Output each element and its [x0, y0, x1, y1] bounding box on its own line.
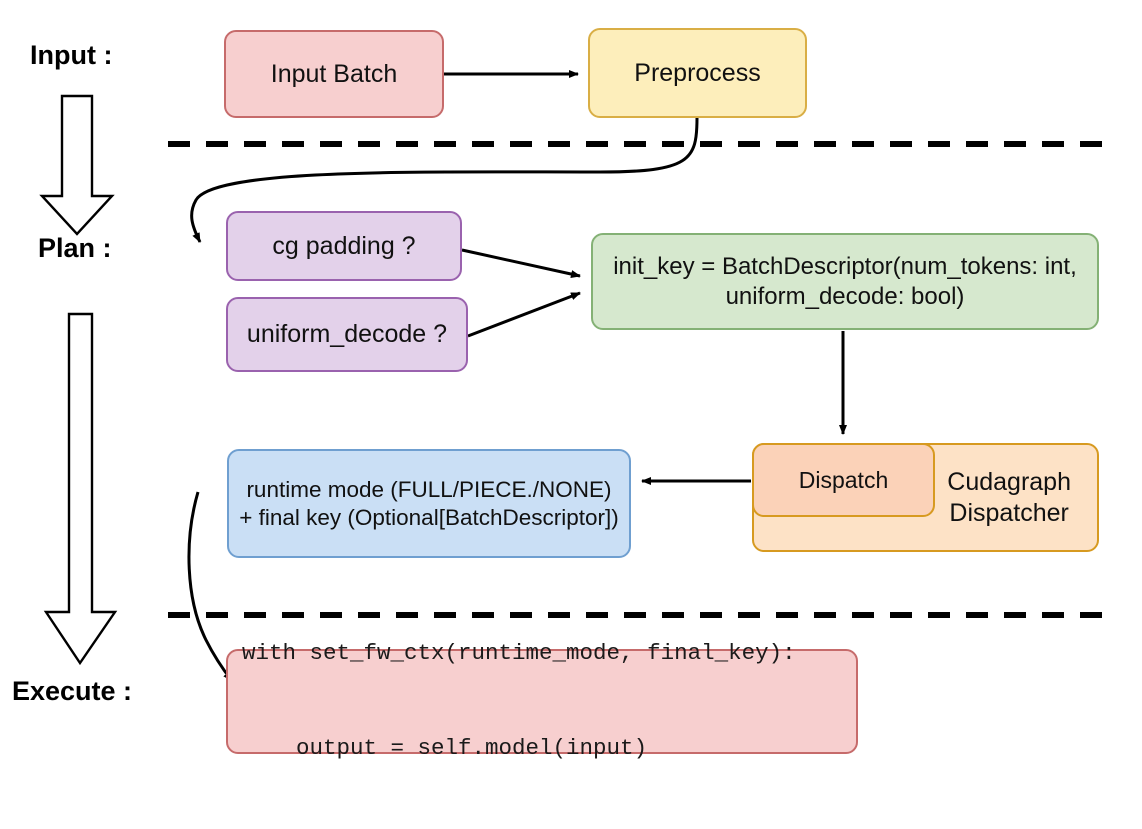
- stage-flow-arrow-bottom: [43, 312, 118, 666]
- node-cudagraph-dispatcher-line1: Cudagraph: [947, 468, 1071, 496]
- node-preprocess-label: Preprocess: [634, 58, 761, 87]
- node-cg-padding[interactable]: cg padding ?: [226, 211, 462, 281]
- node-cudagraph-dispatcher-line2: Dispatcher: [949, 498, 1069, 527]
- node-runtime-mode[interactable]: runtime mode (FULL/PIECE./NONE) + final …: [227, 449, 631, 558]
- node-runtime-mode-line1: runtime mode (FULL/PIECE./NONE): [246, 477, 612, 503]
- node-init-key-text: init_key = BatchDescriptor(num_tokens: i…: [613, 252, 1077, 311]
- node-init-key[interactable]: init_key = BatchDescriptor(num_tokens: i…: [591, 233, 1099, 330]
- node-uniform-decode[interactable]: uniform_decode ?: [226, 297, 468, 372]
- node-cudagraph-dispatcher-text: Cudagraph Dispatcher: [947, 467, 1071, 528]
- node-exec-code[interactable]: with set_fw_ctx(runtime_mode, final_key)…: [226, 640, 858, 761]
- edge-uniform-decode-to-init-key: [467, 291, 581, 338]
- stage-label-input: Input :: [30, 40, 113, 70]
- node-dispatch[interactable]: Dispatch: [752, 443, 935, 517]
- node-init-key-line1: init_key = BatchDescriptor(num_tokens: i…: [613, 253, 1077, 281]
- node-runtime-mode-line2: + final key (Optional[BatchDescriptor]): [239, 504, 619, 530]
- node-input-batch-label: Input Batch: [270, 59, 398, 88]
- node-uniform-decode-label: uniform_decode ?: [246, 320, 448, 349]
- stage-label-execute: Execute :: [12, 676, 133, 706]
- node-exec-code-line1: with set_fw_ctx(runtime_mode, final_key)…: [242, 639, 796, 666]
- node-input-batch[interactable]: Input Batch: [224, 30, 444, 118]
- node-init-key-line2: uniform_decode: bool): [725, 282, 965, 310]
- node-exec-code-line2: output = self.model(input): [242, 735, 648, 762]
- node-exec-code-text: with set_fw_ctx(runtime_mode, final_key)…: [242, 574, 796, 829]
- edge-runtime-mode-to-exec-code: [187, 491, 234, 682]
- node-runtime-mode-text: runtime mode (FULL/PIECE./NONE) + final …: [239, 476, 619, 531]
- node-cg-padding-label: cg padding ?: [272, 231, 416, 260]
- node-preprocess[interactable]: Preprocess: [588, 28, 807, 118]
- stage-flow-arrow-top: [39, 94, 115, 236]
- edge-cg-padding-to-init-key: [461, 248, 581, 278]
- diagram-canvas: Input : Plan : Execute : Input Batch Pre…: [12, 28, 1108, 762]
- stage-label-plan: Plan :: [38, 233, 112, 263]
- node-dispatch-label: Dispatch: [798, 466, 889, 493]
